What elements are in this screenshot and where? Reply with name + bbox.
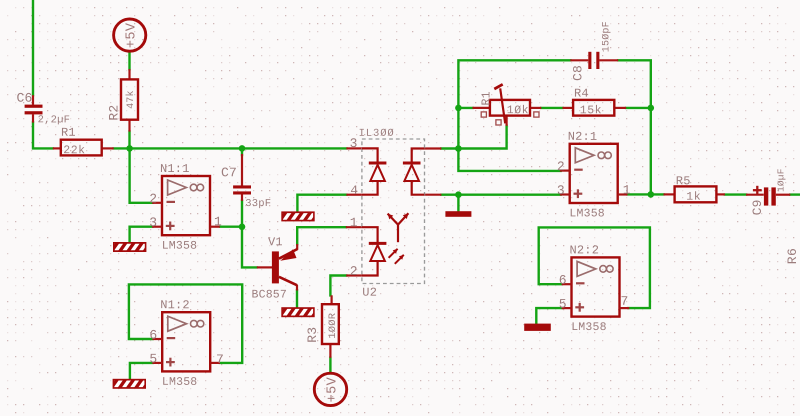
svg-text:N1:2: N1:2 — [160, 298, 190, 312]
svg-text:3: 3 — [557, 183, 565, 198]
svg-text:15ØpF: 15ØpF — [600, 21, 612, 52]
svg-text:LM358: LM358 — [162, 376, 198, 389]
svg-text:R1: R1 — [480, 91, 493, 105]
svg-text:R5: R5 — [676, 174, 691, 188]
svg-text:C9: C9 — [750, 199, 765, 215]
svg-text:5: 5 — [559, 297, 567, 312]
svg-text:U2: U2 — [362, 286, 377, 300]
svg-text:C6: C6 — [16, 91, 32, 106]
svg-text:V1: V1 — [268, 235, 283, 249]
svg-text:1ØµF: 1ØµF — [775, 168, 786, 192]
svg-text:LM358: LM358 — [162, 240, 198, 253]
svg-text:R1: R1 — [61, 126, 76, 140]
svg-text:R3: R3 — [305, 327, 320, 343]
svg-text:IL3ØØ: IL3ØØ — [359, 128, 395, 140]
svg-text:+5V: +5V — [125, 22, 140, 48]
svg-text:LM358: LM358 — [571, 321, 607, 334]
svg-text:1: 1 — [214, 214, 222, 229]
svg-text:22k: 22k — [63, 144, 85, 157]
svg-text:5: 5 — [149, 351, 157, 366]
svg-text:6: 6 — [559, 273, 567, 288]
svg-text:N2:2: N2:2 — [569, 243, 599, 257]
svg-text:1ØØR: 1ØØR — [327, 312, 339, 339]
svg-text:2: 2 — [557, 159, 565, 174]
svg-text:15k: 15k — [580, 104, 602, 117]
svg-text:1Øk: 1Øk — [507, 104, 529, 117]
svg-text:+5V: +5V — [326, 376, 341, 402]
svg-text:1: 1 — [350, 215, 358, 230]
svg-text:N2:1: N2:1 — [568, 130, 598, 144]
svg-text:R2: R2 — [106, 105, 121, 121]
svg-text:R6: R6 — [785, 248, 800, 264]
svg-text:47k: 47k — [125, 90, 137, 109]
svg-text:N1:1: N1:1 — [160, 162, 190, 176]
svg-text:3: 3 — [149, 215, 157, 230]
svg-text:C8: C8 — [571, 65, 586, 81]
svg-text:R4: R4 — [574, 87, 589, 101]
svg-text:LM358: LM358 — [569, 207, 605, 220]
svg-text:7: 7 — [216, 352, 224, 367]
svg-text:1: 1 — [623, 183, 631, 198]
svg-text:6: 6 — [149, 328, 157, 343]
svg-text:BC857: BC857 — [251, 289, 287, 302]
svg-text:2: 2 — [350, 264, 358, 279]
svg-text:3: 3 — [350, 136, 358, 151]
svg-text:33pF: 33pF — [245, 198, 271, 210]
svg-text:1k: 1k — [686, 191, 701, 204]
svg-text:2,2µF: 2,2µF — [38, 114, 71, 126]
svg-text:4: 4 — [350, 183, 358, 198]
svg-text:C7: C7 — [221, 165, 237, 180]
svg-text:2: 2 — [149, 191, 157, 206]
svg-text:7: 7 — [620, 294, 628, 309]
